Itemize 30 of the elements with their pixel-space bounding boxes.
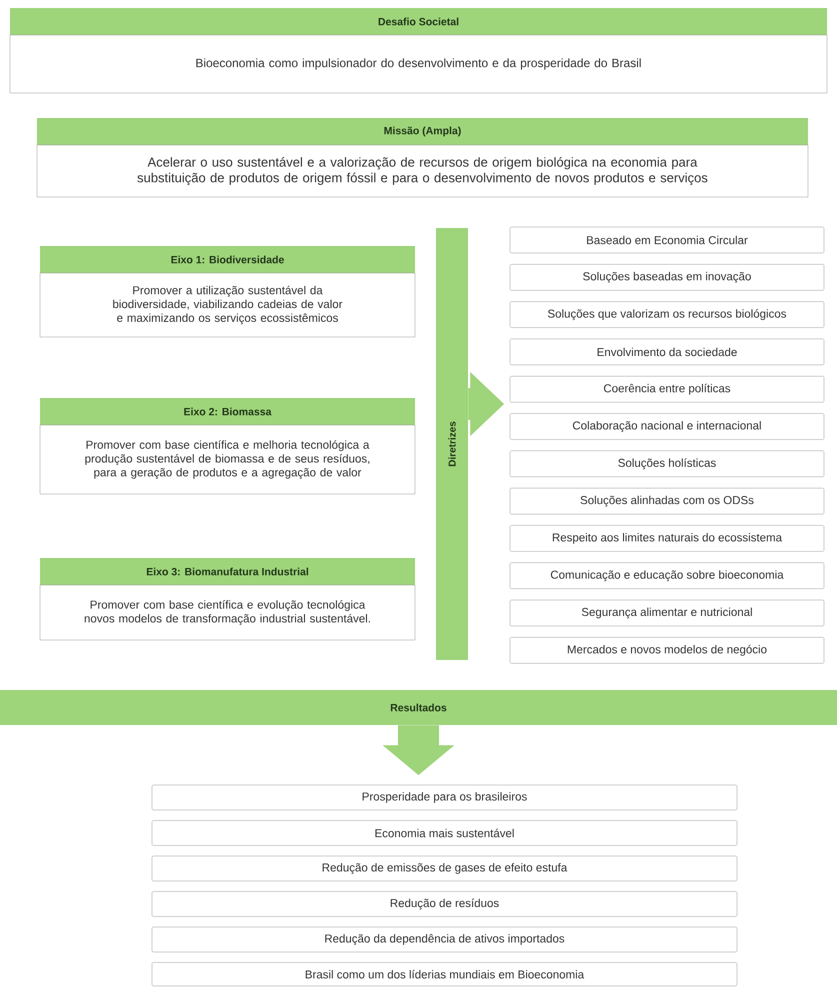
node-label: Eixo 1: Biodiversidade <box>171 256 284 264</box>
titled-box: Missão (Ampla) Acelerar o uso sustentável e a valorização de recursos de origem biológica na economia para substituição de produtos de origem fóssil e para o desenvolvimento de novos produtos e serviços <box>36 118 808 198</box>
text-box: Prosperidade para os brasileiros <box>152 784 738 810</box>
titled-box: Eixo 1: Biodiversidade Promover a utilização sustentável da biodiversidade, viabilizando cadeias de valor e maximizando os serviços ecossistêmicos <box>40 246 416 338</box>
text-box: Respeito aos limites naturais do ecossistema <box>510 525 824 552</box>
titled-box: Eixo 3: Biomanufatura Industrial Promover com base científica e evolução tecnológica novos modelos de transformação industrial sustentável. <box>40 558 416 640</box>
text-box: Comunicação e educação sobre bioeconomia <box>510 562 824 589</box>
text-box: Soluções holísticas <box>510 450 824 477</box>
text-box: Colaboração nacional e internacional <box>510 413 824 440</box>
header-band: Resultados <box>0 690 837 725</box>
text-box: Redução da dependência de ativos importados <box>152 926 738 952</box>
text-box: Baseado em Economia Circular <box>510 226 824 254</box>
node-label: Eixo 3: Biomanufatura Industrial <box>146 568 308 576</box>
text-box: Economia mais sustentável <box>152 820 738 846</box>
text-box: Brasil como um dos líderias mundiais em Bioeconomia <box>152 962 738 986</box>
node-label: Missão (Ampla) <box>384 126 461 136</box>
text-box: Segurança alimentar e nutricional <box>510 600 824 626</box>
text-box: Redução de resíduos <box>152 891 738 917</box>
text-box: Soluções alinhadas com os ODSs <box>510 488 824 514</box>
node-label: Desafio Societal <box>378 18 458 26</box>
text-box: Redução de emissões de gases de efeito estufa <box>152 856 738 882</box>
text-box: Mercados e novos modelos de negócio <box>510 637 824 664</box>
text-box: Envolvimento da sociedade <box>510 338 824 366</box>
text-box: Soluções baseadas em inovação <box>510 264 824 290</box>
vertical-bar: Diretrizes <box>436 228 468 660</box>
text-box: Coerência entre políticas <box>510 376 824 402</box>
node-label: Eixo 2: Biomassa <box>184 408 272 416</box>
titled-box: Eixo 2: Biomassa Promover com base científica e melhoria tecnológica a produção sustentável de biomassa e de seus resíduos, para a geração de produtos e a agregação de valor <box>40 398 416 494</box>
text-box: Soluções que valorizam os recursos biológicos <box>510 301 824 328</box>
titled-box: Desafio Societal Bioeconomia como impulsionador do desenvolvimento e da prosperidade do Brasil <box>10 8 828 94</box>
